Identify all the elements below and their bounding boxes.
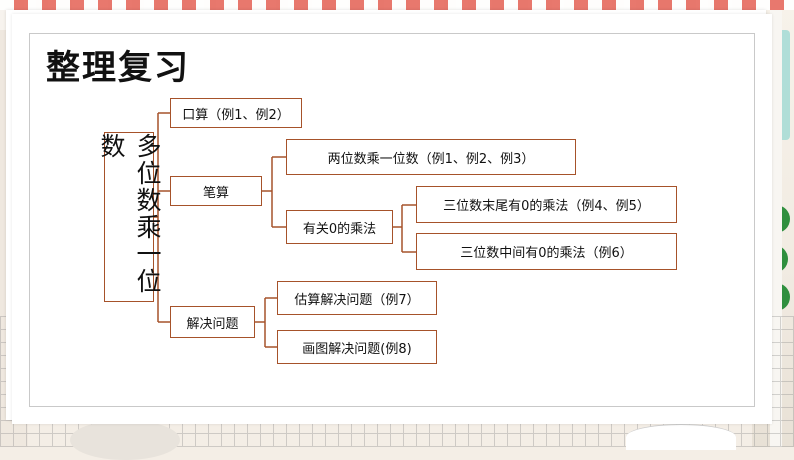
- decor-pole: [770, 0, 782, 447]
- node-huatu: 画图解决问题(例8): [277, 330, 437, 364]
- node-gusuan: 估算解决问题（例7）: [277, 281, 437, 315]
- root-node-label: 多位数乘一位数: [97, 133, 162, 295]
- node-youguan0-label: 有关0的乘法: [302, 221, 377, 237]
- node-jiejue: 解决问题: [170, 306, 255, 338]
- node-jiejue-label: 解决问题: [186, 316, 239, 332]
- node-liangwei-label: 两位数乘一位数（例1、例2、例3）: [327, 151, 535, 167]
- node-bisuan: 笔算: [170, 176, 262, 206]
- node-koushuan: 口算（例1、例2）: [170, 98, 302, 128]
- node-moweiling: 三位数末尾有0的乘法（例4、例5）: [416, 186, 677, 223]
- node-zhongjianling: 三位数中间有0的乘法（例6）: [416, 233, 677, 270]
- node-moweiling-label: 三位数末尾有0的乘法（例4、例5）: [443, 199, 650, 214]
- node-gusuan-label: 估算解决问题（例7）: [294, 292, 420, 308]
- node-bisuan-label: 笔算: [202, 185, 229, 201]
- node-liangwei: 两位数乘一位数（例1、例2、例3）: [286, 139, 576, 175]
- decor-mascot: [626, 424, 736, 450]
- connector-lines: [154, 112, 416, 348]
- decor-stripes: [0, 0, 794, 10]
- page-title: 整理复习: [46, 48, 190, 88]
- node-huatu-label: 画图解决问题(例8): [302, 341, 412, 357]
- root-node: 多位数乘一位数: [97, 132, 162, 302]
- node-koushuan-label: 口算（例1、例2）: [182, 107, 290, 123]
- node-youguan0: 有关0的乘法: [286, 210, 393, 244]
- node-zhongjianling-label: 三位数中间有0的乘法（例6）: [460, 246, 633, 261]
